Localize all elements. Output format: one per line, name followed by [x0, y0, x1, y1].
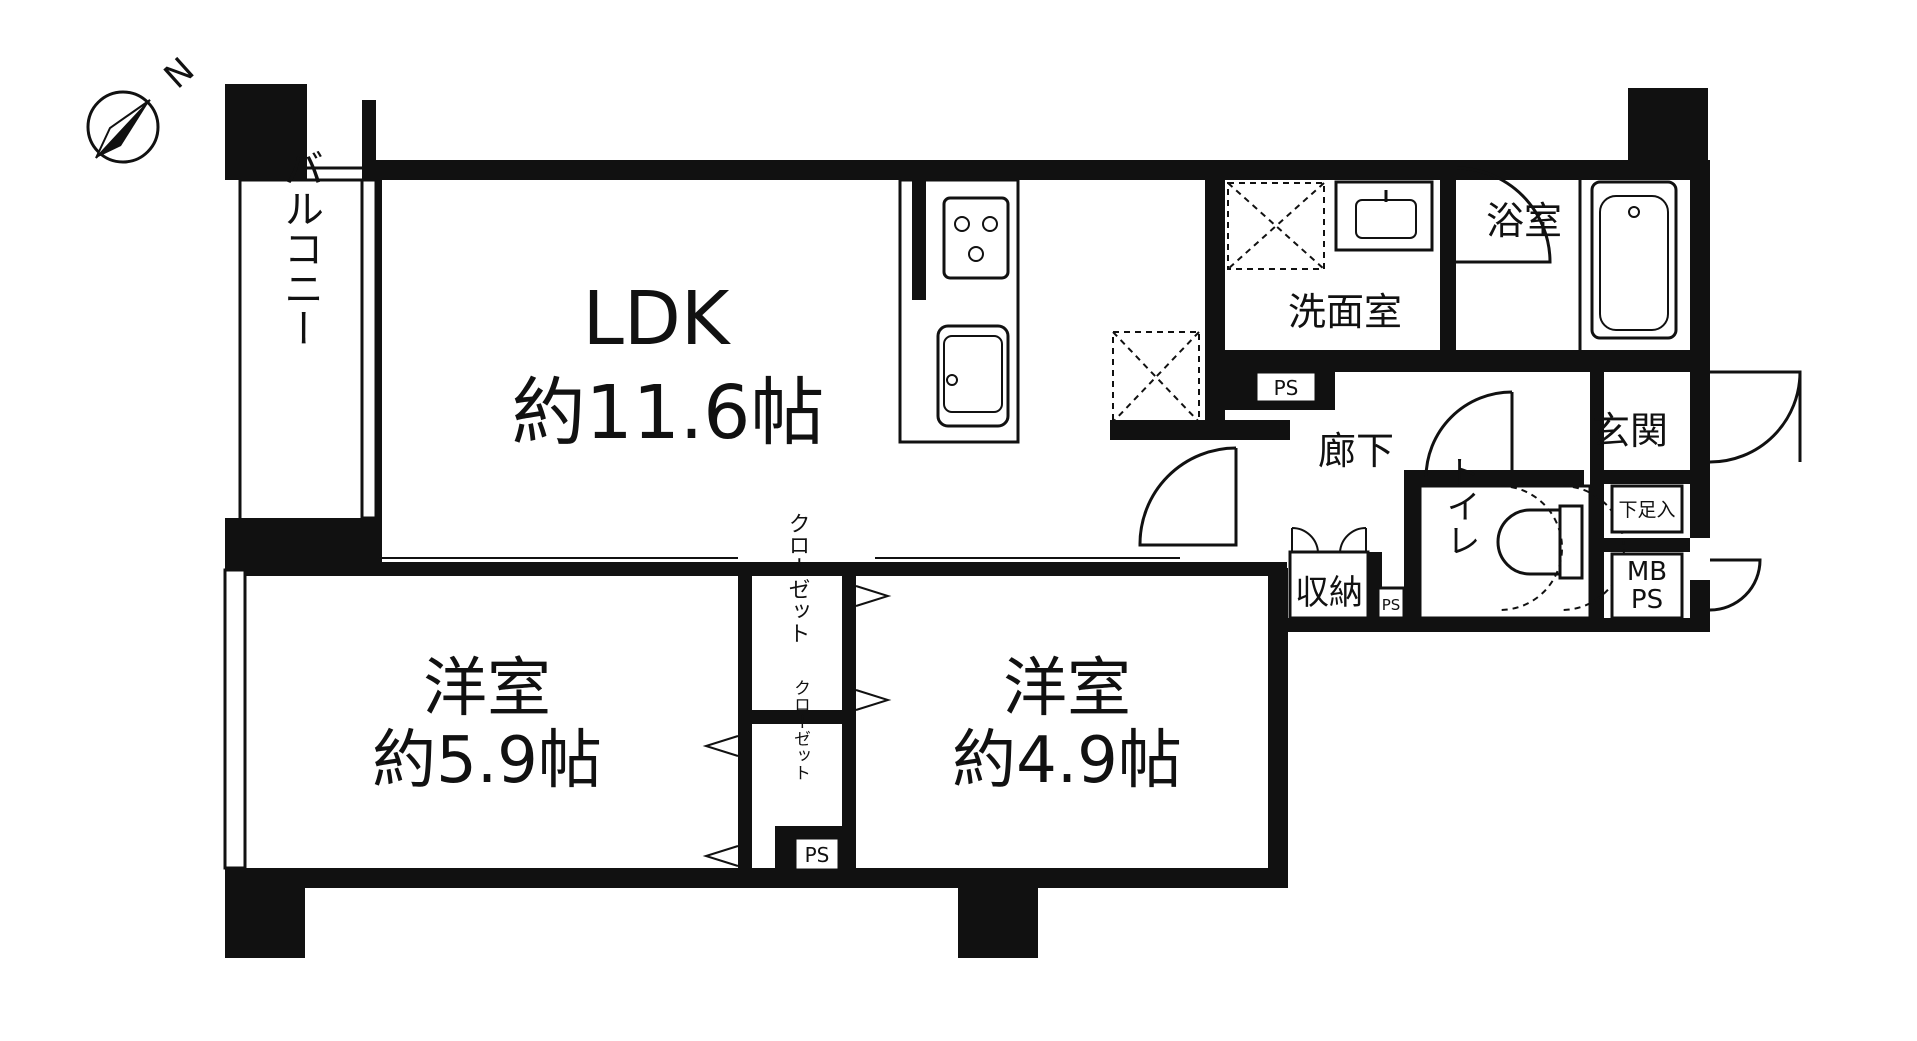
wall-washroom-bottom [1225, 350, 1710, 372]
wall-bottom-right-step [1268, 568, 1288, 888]
ps-small-label: PS [1382, 596, 1401, 614]
toilet-door-swing2-icon [1561, 485, 1625, 611]
toilet-label: トイレ [1440, 455, 1480, 557]
column-nw [225, 84, 307, 180]
mbps-box [1610, 552, 1684, 620]
shoebox-label: 下足入 [1618, 499, 1675, 521]
ps-closet-label-bg [793, 836, 841, 872]
wall-top [362, 160, 1710, 180]
kitchen-sink-basin [943, 335, 1003, 413]
compass-north-label: N [157, 50, 203, 97]
closet1-door-icon [855, 585, 892, 607]
washroom-label: 洗面室 [1288, 290, 1402, 334]
balcony-label: バルコニー [277, 148, 323, 348]
fridge-x1 [1112, 331, 1200, 423]
bathtub [1590, 180, 1678, 340]
compass-ring [86, 90, 160, 164]
bath-door-swing-icon [1455, 166, 1552, 264]
toilet [1418, 484, 1625, 620]
wall-hall-right [1404, 470, 1420, 632]
fridge-space [1112, 331, 1200, 423]
storage-label: 収納 [1295, 573, 1363, 613]
mb-label: MB [1627, 557, 1667, 587]
doors [702, 370, 1802, 867]
burner-1-icon [954, 216, 970, 232]
wall-mb [1604, 538, 1690, 552]
storage-door-right-icon [1338, 526, 1367, 553]
ps-hall-label: PS [1274, 376, 1299, 400]
column-ne [1628, 88, 1708, 172]
burner-3-icon [968, 246, 984, 262]
balcony-window [360, 178, 378, 520]
ldk-name: LDK [583, 276, 732, 362]
kitchen [898, 178, 1200, 444]
compass-needle-tail [95, 99, 151, 159]
west-room-size: 約5.9帖 [372, 724, 602, 798]
ldk-size: 約11.6帖 [512, 370, 825, 456]
ps-closet-label: PS [805, 843, 830, 867]
wall-toilet-right [1590, 372, 1604, 632]
sink-drain-icon [946, 374, 958, 386]
toilet-door-swing-icon [1499, 485, 1563, 611]
wall-balcony-bottom [225, 518, 382, 570]
shoebox-box [1610, 484, 1684, 534]
toilet-tank [1558, 504, 1584, 580]
west-room-name: 洋室 [423, 652, 551, 726]
bath-drain-icon [1628, 206, 1640, 218]
wall-wet-left [1205, 180, 1225, 430]
ps-hall-box [1254, 370, 1318, 404]
storage-box [1288, 550, 1370, 620]
burner-2-icon [982, 216, 998, 232]
wall-ldk-south [245, 562, 1287, 576]
ps-small-box [1376, 586, 1406, 620]
wall-wet-bottom [1110, 420, 1290, 440]
washer-x2 [1227, 182, 1325, 270]
ldk-hall-door-icon [1138, 446, 1238, 547]
east-room-name: 洋室 [1003, 652, 1131, 726]
closet1-label: クローゼット [785, 512, 810, 644]
vanity [1334, 180, 1434, 252]
washer-space [1227, 182, 1325, 270]
kitchen-counter [898, 178, 1020, 444]
ldk-sliding-doors [382, 557, 1180, 567]
wall-right-upper [1690, 160, 1710, 538]
closet2-label: クローゼット [790, 679, 810, 781]
mb-door-icon [1709, 558, 1762, 612]
wall-closet-mid [738, 710, 856, 724]
storage-door-left-icon [1291, 526, 1320, 553]
wall-bottom [225, 868, 1287, 888]
closet1-door2-icon [855, 689, 892, 711]
hall-room-door-icon [1424, 390, 1514, 480]
hall-label: 廊下 [1318, 429, 1394, 473]
bath-label: 浴室 [1486, 199, 1562, 243]
closet2-door-icon [702, 735, 739, 757]
entrance-label: 玄関 [1592, 409, 1668, 453]
kitchen-sink [936, 324, 1010, 428]
entrance-door-icon [1709, 370, 1802, 464]
east-room-size: 約4.9帖 [952, 724, 1182, 798]
ps-mb-label: PS [1631, 585, 1663, 615]
wet-area [1227, 166, 1678, 361]
wall-bottom-service [1268, 618, 1710, 632]
toilet-bowl-icon [1496, 508, 1562, 576]
bathtub-inner [1599, 195, 1669, 331]
wall-shoebox [1604, 470, 1690, 484]
west-window [223, 568, 247, 870]
compass: N [86, 50, 203, 164]
closet2-door2-icon [702, 845, 739, 867]
washer-x1 [1227, 182, 1325, 270]
windows [223, 166, 378, 870]
fridge-x2 [1112, 331, 1200, 423]
wall-bath-left [1440, 180, 1456, 370]
stove [942, 196, 1010, 280]
kitchen-wall [912, 180, 926, 300]
vanity-basin [1355, 199, 1417, 239]
